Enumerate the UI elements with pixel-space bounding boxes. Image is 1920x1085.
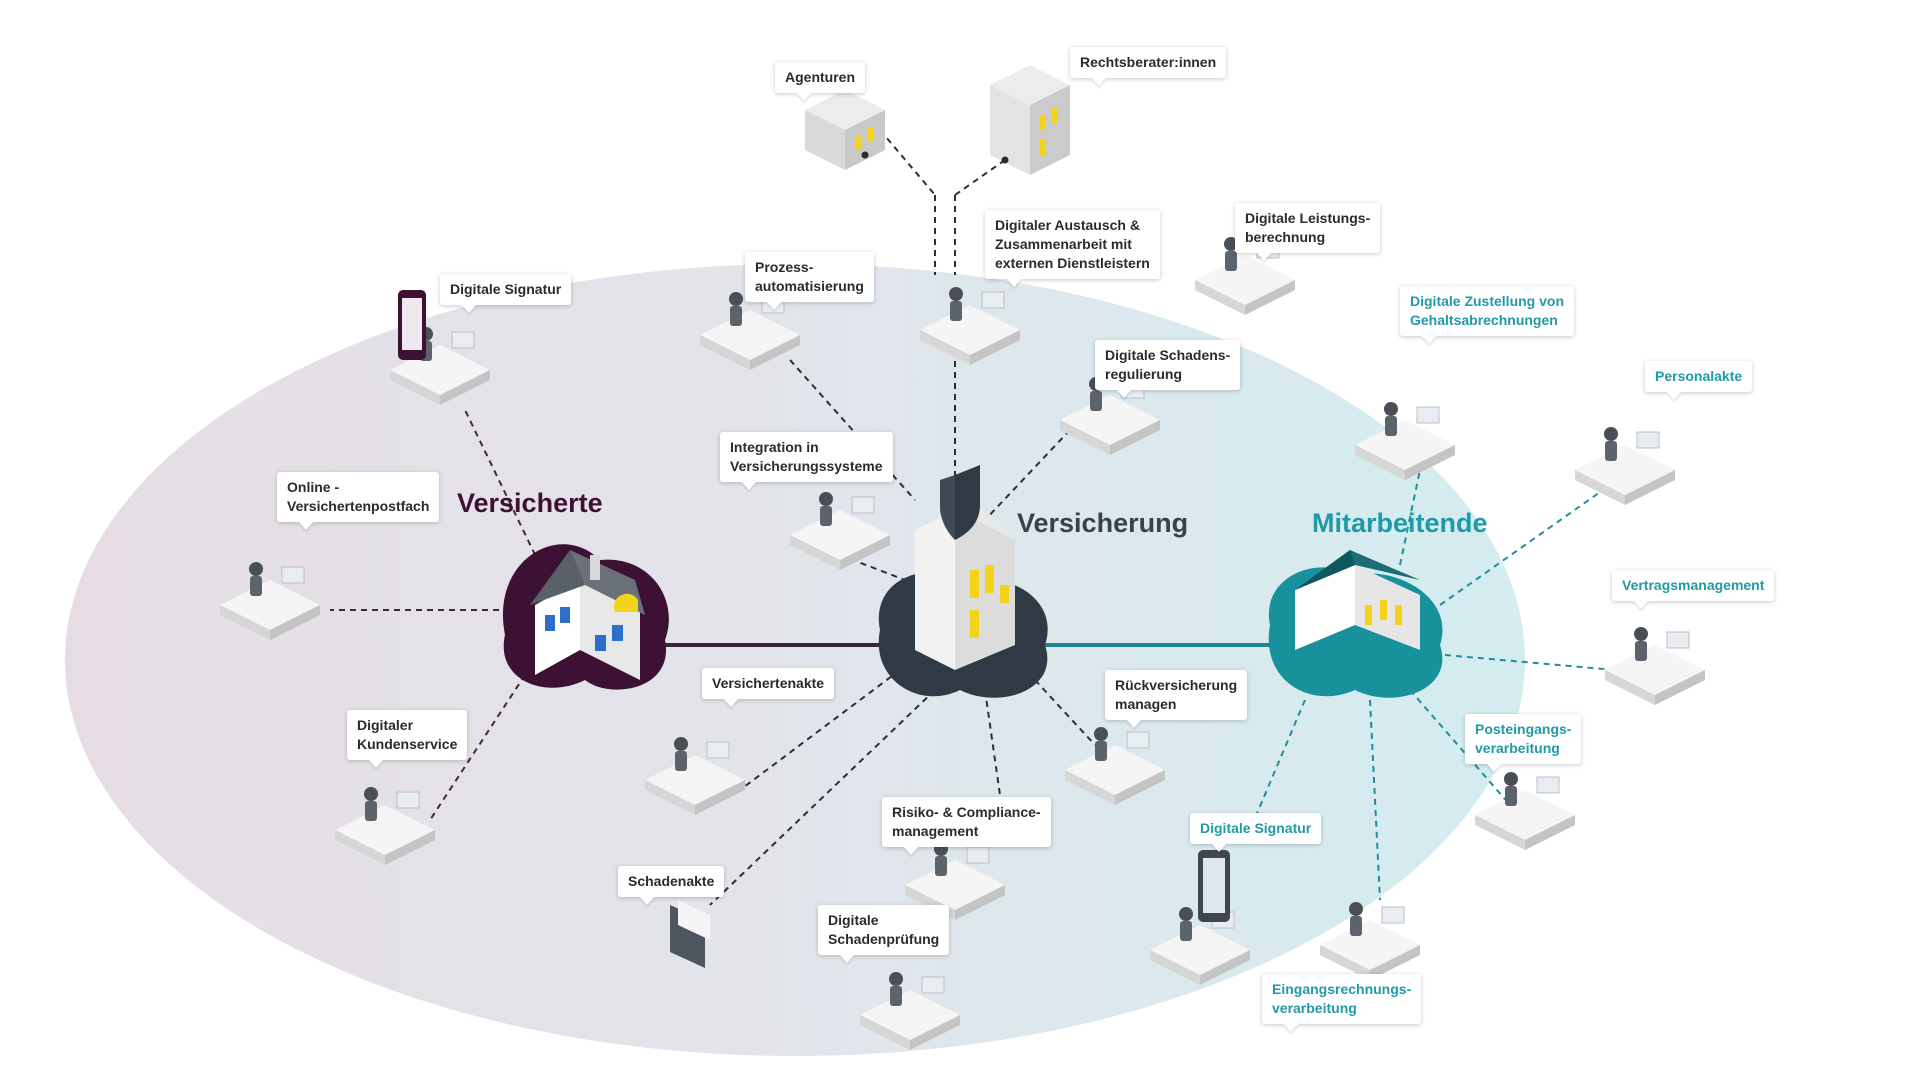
label-integration: Integration in Versicherungssysteme bbox=[720, 432, 893, 482]
label-versichertenakte: Versichertenakte bbox=[702, 668, 835, 699]
agentur-building-icon bbox=[805, 90, 885, 170]
office-building-icon bbox=[1295, 550, 1420, 650]
phone-icon bbox=[398, 290, 426, 360]
label-prozessautomatisierung: Prozess- automatisierung bbox=[745, 252, 874, 302]
versicherte-hub bbox=[502, 544, 669, 690]
label-kundenservice: Digitaler Kundenservice bbox=[347, 710, 468, 760]
label-schadensregulierung: Digitale Schadens- regulierung bbox=[1095, 340, 1241, 390]
label-risiko: Risiko- & Compliance- management bbox=[882, 797, 1051, 847]
label-eingangsrechnung: Eingangsrechnungs- verarbeitung bbox=[1262, 974, 1422, 1024]
house-icon bbox=[530, 550, 645, 680]
versicherte-dashed-connectors bbox=[330, 409, 541, 821]
label-leistungsberechnung: Digitale Leistungs- berechnung bbox=[1235, 203, 1381, 253]
folder-icon bbox=[670, 900, 710, 968]
versicherung-hub bbox=[878, 465, 1048, 698]
label-austausch: Digitaler Austausch & Zusammenarbeit mit… bbox=[985, 210, 1160, 279]
label-signatur-versicherte: Digitale Signatur bbox=[440, 274, 572, 305]
label-schadenpruefung: Digitale Schadenprüfung bbox=[818, 905, 950, 955]
mitarbeitende-hub bbox=[1268, 550, 1443, 698]
hub-label-versicherung: Versicherung bbox=[1017, 508, 1189, 538]
mitarbeitende-dashed-connectors bbox=[1249, 469, 1616, 901]
hub-label-mitarbeitende: Mitarbeitende bbox=[1312, 508, 1488, 538]
label-schadenakte: Schadenakte bbox=[618, 866, 725, 897]
label-agenturen: Agenturen bbox=[775, 62, 865, 93]
versicherung-dashed-connectors bbox=[709, 129, 1096, 906]
label-personalakte: Personalakte bbox=[1645, 361, 1753, 392]
background-oval bbox=[65, 264, 1525, 1056]
label-postfach: Online - Versichertenpostfach bbox=[277, 472, 440, 522]
label-rueckversicherung: Rückversicherung managen bbox=[1105, 670, 1248, 720]
label-posteingang: Posteingangs- verarbeitung bbox=[1465, 714, 1582, 764]
label-signatur-mitarbeitende: Digitale Signatur bbox=[1190, 813, 1322, 844]
rechtsberater-building-icon bbox=[990, 65, 1070, 175]
insurance-building-icon bbox=[915, 465, 1015, 670]
shield-icon bbox=[955, 465, 980, 540]
label-rechtsberater: Rechtsberater:innen bbox=[1070, 47, 1227, 78]
label-gehaltsabrechnungen: Digitale Zustellung von Gehaltsabrechnun… bbox=[1400, 286, 1575, 336]
label-vertragsmanagement: Vertragsmanagement bbox=[1612, 570, 1775, 601]
tablet-icon bbox=[1198, 850, 1230, 922]
hub-label-versicherte: Versicherte bbox=[457, 488, 603, 518]
